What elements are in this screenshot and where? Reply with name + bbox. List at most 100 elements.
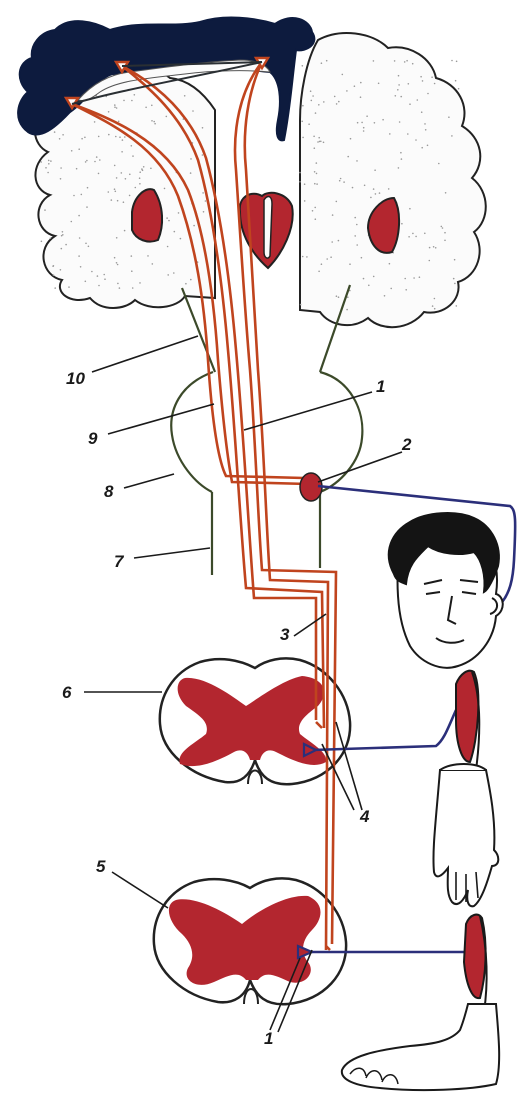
left-basal-nucleus — [132, 189, 162, 241]
stipple-dot — [338, 101, 340, 103]
label-6: 6 — [62, 684, 71, 701]
stipple-dot — [124, 136, 126, 138]
stipple-dot — [363, 127, 365, 129]
stipple-dot — [48, 163, 50, 165]
stipple-dot — [65, 244, 67, 246]
stipple-dot — [139, 282, 141, 284]
stipple-dot — [190, 158, 192, 160]
face-icon — [389, 513, 503, 668]
stipple-dot — [304, 183, 306, 185]
stipple-dot — [86, 160, 88, 162]
stipple-dot — [441, 226, 443, 228]
stipple-dot — [373, 60, 375, 62]
stipple-dot — [81, 194, 83, 196]
stipple-dot — [202, 192, 204, 194]
label-7: 7 — [114, 553, 123, 570]
stipple-dot — [178, 212, 180, 214]
stipple-dot — [317, 141, 319, 143]
stipple-dot — [185, 283, 187, 285]
stipple-dot — [50, 238, 52, 240]
stipple-dot — [76, 168, 78, 170]
stipple-dot — [321, 263, 323, 265]
stipple-dot — [48, 160, 50, 162]
stipple-dot — [326, 258, 328, 260]
stipple-dot — [86, 206, 88, 208]
stipple-dot — [114, 104, 116, 106]
stipple-dot — [54, 287, 56, 289]
stipple-dot — [118, 121, 120, 123]
stipple-dot — [409, 208, 411, 210]
label-5: 5 — [96, 858, 105, 875]
stipple-dot — [343, 181, 345, 183]
stipple-dot — [139, 171, 141, 173]
stipple-dot — [336, 295, 338, 297]
stipple-dot — [456, 305, 458, 307]
stipple-dot — [98, 285, 100, 287]
stipple-dot — [444, 240, 446, 242]
stipple-dot — [427, 93, 429, 95]
stipple-dot — [190, 279, 192, 281]
stipple-dot — [164, 188, 166, 190]
stipple-dot — [401, 158, 403, 160]
stipple-dot — [184, 95, 186, 97]
stipple-dot — [203, 211, 205, 213]
stipple-dot — [356, 224, 358, 226]
stipple-dot — [139, 177, 141, 179]
stipple-dot — [412, 233, 414, 235]
stipple-dot — [427, 145, 429, 147]
stipple-dot — [153, 121, 155, 123]
stipple-dot — [190, 172, 192, 174]
lumbar-median-fissure — [244, 989, 258, 1004]
stipple-dot — [117, 283, 119, 285]
stipple-dot — [398, 75, 400, 77]
stipple-dot — [394, 60, 396, 62]
stipple-dot — [81, 138, 83, 140]
stipple-dot — [378, 83, 380, 85]
stipple-dot — [150, 168, 152, 170]
stipple-dot — [415, 139, 417, 141]
stipple-dot — [302, 256, 304, 258]
stipple-dot — [422, 80, 424, 82]
stipple-dot — [315, 218, 317, 220]
stipple-dot — [323, 142, 325, 144]
stipple-dot — [108, 111, 110, 113]
stipple-dot — [299, 181, 301, 183]
stipple-dot — [318, 137, 320, 139]
leader-5 — [112, 872, 168, 908]
stipple-dot — [429, 247, 431, 249]
stipple-dot — [408, 83, 410, 85]
stipple-dot — [97, 275, 99, 277]
stipple-dot — [135, 187, 137, 189]
stipple-dot — [413, 277, 415, 279]
stipple-dot — [84, 137, 86, 139]
stipple-dot — [454, 259, 456, 261]
stipple-dot — [316, 183, 318, 185]
stipple-dot — [40, 161, 42, 163]
stipple-dot — [166, 217, 168, 219]
stipple-dot — [114, 188, 116, 190]
stipple-dot — [310, 90, 312, 92]
stipple-dot — [131, 270, 133, 272]
stipple-dot — [448, 116, 450, 118]
stipple-dot — [145, 107, 147, 109]
stipple-dot — [114, 165, 116, 167]
stipple-dot — [68, 286, 70, 288]
stipple-dot — [139, 183, 141, 185]
stipple-dot — [352, 187, 354, 189]
stipple-dot — [356, 160, 358, 162]
stipple-dot — [320, 141, 322, 143]
stipple-dot — [44, 209, 46, 211]
stipple-dot — [180, 238, 182, 240]
stipple-dot — [406, 60, 408, 62]
stipple-dot — [85, 281, 87, 283]
stipple-dot — [121, 172, 123, 174]
stipple-dot — [173, 272, 175, 274]
stipple-dot — [384, 295, 386, 297]
stipple-dot — [389, 263, 391, 265]
stipple-dot — [98, 136, 100, 138]
hand-sleeve — [440, 764, 486, 770]
stipple-dot — [316, 162, 318, 164]
stipple-dot — [154, 123, 156, 125]
stipple-dot — [390, 288, 392, 290]
third-ventricle — [264, 197, 272, 259]
